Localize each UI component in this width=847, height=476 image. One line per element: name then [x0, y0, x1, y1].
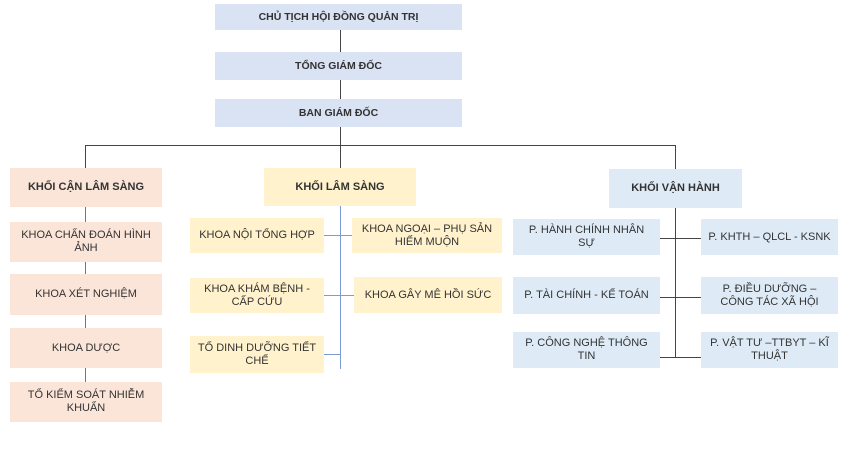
connector	[340, 206, 341, 369]
unit-box: KHOA DƯỢC	[10, 328, 162, 368]
lam-sang-header: KHỐI LÂM SÀNG	[264, 168, 416, 206]
connector	[340, 145, 341, 168]
can-lam-sang-header: KHỐI CẬN LÂM SÀNG	[10, 168, 162, 207]
connector	[85, 145, 86, 168]
unit-box: P. TÀI CHÍNH - KẾ TOÁN	[513, 277, 660, 314]
connector	[340, 127, 341, 145]
unit-box: P. CÔNG NGHỆ THÔNG TIN	[513, 332, 660, 368]
unit-box: KHOA KHÁM BỆNH - CẤP CỨU	[190, 278, 324, 313]
unit-box: P. HÀNH CHÍNH NHÂN SỰ	[513, 219, 660, 255]
unit-box: P. VẬT TƯ –TTBYT – KĨ THUẬT	[701, 332, 838, 368]
connector	[324, 235, 352, 236]
unit-box: KHOA NỘI TỔNG HỢP	[190, 218, 324, 253]
connector	[324, 354, 340, 355]
connector	[675, 145, 676, 169]
connector	[660, 238, 701, 239]
unit-box: KHOA CHẨN ĐOÁN HÌNH ẢNH	[10, 222, 162, 262]
unit-box: TỔ KIỂM SOÁT NHIỄM KHUẨN	[10, 382, 162, 422]
unit-box: P. ĐIỀU DƯỠNG – CÔNG TÁC XÃ HỘI	[701, 277, 838, 314]
unit-box: P. KHTH – QLCL - KSNK	[701, 219, 838, 255]
connector	[340, 30, 341, 52]
chairman-box: CHỦ TỊCH HỘI ĐỒNG QUẢN TRỊ	[215, 4, 462, 30]
connector	[675, 208, 676, 357]
board-box: BAN GIÁM ĐỐC	[215, 99, 462, 127]
connector	[660, 357, 701, 358]
unit-box: KHOA XÉT NGHIỆM	[10, 274, 162, 315]
connector	[660, 297, 701, 298]
unit-box: KHOA GÂY MÊ HỒI SỨC	[354, 277, 502, 313]
connector	[85, 145, 676, 146]
unit-box: KHOA NGOẠI – PHỤ SẢN HIẾM MUỘN	[352, 218, 502, 253]
connector	[324, 295, 354, 296]
connector	[340, 80, 341, 99]
unit-box: TỔ DINH DƯỠNG TIẾT CHẾ	[190, 336, 324, 373]
ceo-box: TỔNG GIÁM ĐỐC	[215, 52, 462, 80]
van-hanh-header: KHỐI VẬN HÀNH	[609, 169, 742, 208]
